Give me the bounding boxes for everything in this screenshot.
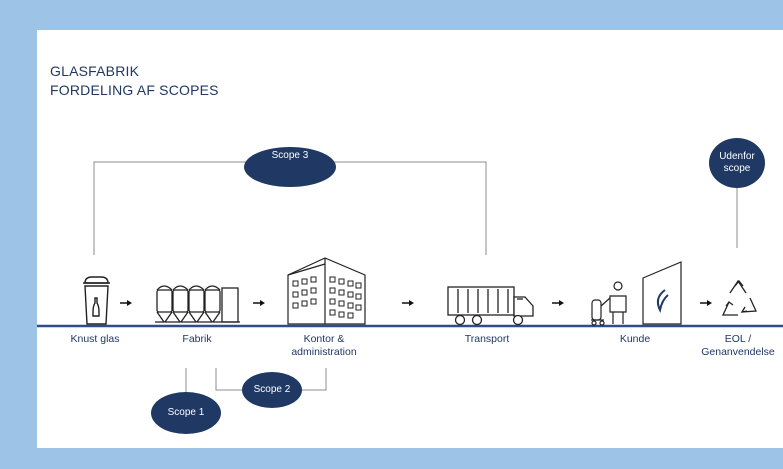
label-kunde: Kunde bbox=[619, 333, 651, 345]
title-line-2: FORDELING AF SCOPES bbox=[50, 82, 219, 98]
office-building-icon bbox=[287, 257, 366, 325]
flow-arrows bbox=[120, 300, 712, 306]
outside-scope-oval bbox=[709, 138, 765, 188]
label-eol: EOL / Genanvendelse bbox=[701, 333, 775, 358]
scope3-oval bbox=[244, 147, 336, 187]
label-kontor: Kontor & administration bbox=[291, 333, 357, 358]
outside-scope-label: Udenfor scope bbox=[719, 151, 755, 174]
recycle-icon bbox=[721, 279, 757, 316]
scope2-connector-right bbox=[296, 368, 327, 391]
glass-bin-icon bbox=[83, 276, 110, 325]
scope1-oval bbox=[151, 392, 221, 434]
scope1-label: Scope 1 bbox=[167, 407, 205, 418]
scope3-label: Scope 3 bbox=[271, 150, 309, 161]
scope3-connector-right bbox=[330, 161, 487, 255]
diagram-panel bbox=[37, 30, 783, 448]
diagram-title: GLASFABRIK FORDELING AF SCOPES bbox=[50, 62, 219, 100]
scope2-oval bbox=[242, 372, 302, 408]
customer-icon bbox=[591, 261, 682, 326]
arrow-3 bbox=[402, 300, 414, 306]
scope-connectors bbox=[93, 161, 738, 400]
label-transport: Transport bbox=[464, 333, 510, 345]
title-line-1: GLASFABRIK bbox=[50, 63, 140, 79]
label-knust-glas: Knust glas bbox=[70, 333, 120, 345]
arrow-4 bbox=[552, 300, 564, 306]
scope2-label: Scope 2 bbox=[253, 384, 291, 395]
scope2-connector-left bbox=[215, 368, 243, 391]
factory-silos-icon bbox=[155, 285, 240, 323]
arrow-5 bbox=[700, 300, 712, 306]
scope3-connector-left bbox=[93, 161, 250, 255]
truck-icon bbox=[447, 286, 534, 326]
label-fabrik: Fabrik bbox=[182, 333, 212, 345]
arrow-1 bbox=[120, 300, 132, 306]
arrow-2 bbox=[253, 300, 265, 306]
